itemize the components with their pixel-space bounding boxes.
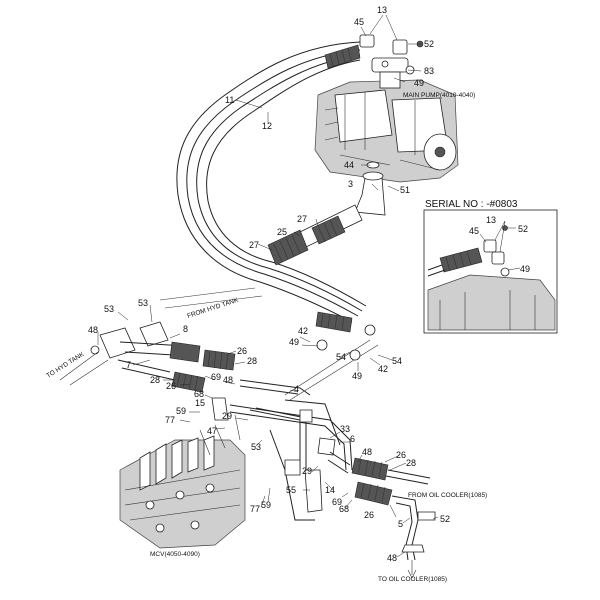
callout-48-b: 48 bbox=[223, 375, 233, 385]
callout-68-b: 68 bbox=[339, 504, 349, 514]
callout-59-a: 59 bbox=[176, 406, 186, 416]
callout-53-c: 53 bbox=[251, 442, 261, 452]
callout-48-d: 48 bbox=[387, 553, 397, 563]
callout-numbers: 13 45 52 83 49 11 12 44 3 51 27 25 27 13… bbox=[88, 5, 530, 563]
callout-42-a: 42 bbox=[298, 326, 308, 336]
callout-49: 49 bbox=[414, 78, 424, 88]
mcv-block bbox=[119, 414, 246, 549]
callout-5: 5 bbox=[398, 519, 403, 529]
callout-48-c: 48 bbox=[362, 447, 372, 457]
callout-11: 11 bbox=[225, 95, 234, 105]
inset-callout-52: 52 bbox=[518, 224, 528, 234]
callout-26-b: 26 bbox=[166, 381, 176, 391]
callout-28-b: 28 bbox=[150, 375, 160, 385]
callout-54-b: 54 bbox=[392, 356, 402, 366]
callout-44: 44 bbox=[344, 160, 354, 170]
from-hyd-tank-label: FROM HYD TANK bbox=[186, 297, 239, 320]
hoses-11-12 bbox=[176, 41, 376, 336]
inset-callout-49: 49 bbox=[520, 264, 530, 274]
callout-68-a: 68 bbox=[194, 389, 204, 399]
callout-55: 55 bbox=[286, 485, 296, 495]
serial-number-label: SERIAL NO : -#0803 bbox=[425, 199, 518, 210]
callout-53-b: 53 bbox=[138, 298, 148, 308]
pump-fittings bbox=[359, 34, 424, 75]
callout-29-a: 29 bbox=[222, 411, 232, 421]
callout-26-c: 26 bbox=[396, 450, 406, 460]
callout-59-b: 59 bbox=[261, 500, 271, 510]
callout-53-a: 53 bbox=[104, 304, 114, 314]
callout-52-b: 52 bbox=[440, 514, 450, 524]
callout-54-a: 54 bbox=[336, 352, 346, 362]
callout-47: 47 bbox=[207, 426, 217, 436]
callout-15: 15 bbox=[195, 398, 205, 408]
callout-49-c: 49 bbox=[352, 371, 362, 381]
callout-77-a: 77 bbox=[165, 415, 175, 425]
inset-callout-13: 13 bbox=[486, 215, 496, 225]
callout-25: 25 bbox=[277, 227, 287, 237]
callout-45: 45 bbox=[354, 17, 364, 27]
callout-28-a: 28 bbox=[247, 356, 257, 366]
callout-7: 7 bbox=[126, 360, 131, 370]
to-oil-cooler-label: TO OIL COOLER(1085) bbox=[378, 576, 447, 583]
callout-26-d: 26 bbox=[364, 510, 374, 520]
main-pump-illustration bbox=[314, 57, 459, 183]
main-pump-label: MAIN PUMP(4010-4040) bbox=[403, 92, 475, 99]
callout-3: 3 bbox=[348, 179, 353, 189]
callout-48-a: 48 bbox=[88, 325, 98, 335]
elbow-and-pipe bbox=[267, 161, 386, 266]
middle-piping bbox=[211, 339, 379, 521]
leader-lines bbox=[97, 14, 521, 558]
callout-12: 12 bbox=[262, 121, 272, 131]
inset-callout-45: 45 bbox=[469, 226, 479, 236]
callout-49-b: 49 bbox=[289, 337, 299, 347]
callout-33: 33 bbox=[340, 424, 350, 434]
mcv-label: MCV(4050-4090) bbox=[150, 551, 200, 558]
callout-14: 14 bbox=[325, 485, 335, 495]
callout-26-a: 26 bbox=[237, 346, 247, 356]
callout-83: 83 bbox=[424, 66, 434, 76]
callout-51: 51 bbox=[400, 185, 410, 195]
from-oil-cooler-label: FROM OIL COOLER(1085) bbox=[408, 492, 487, 499]
callout-4: 4 bbox=[294, 384, 299, 394]
callout-27-top: 27 bbox=[297, 214, 307, 224]
callout-6: 6 bbox=[350, 434, 355, 444]
oil-cooler-lines bbox=[327, 451, 436, 579]
callout-52: 52 bbox=[424, 39, 434, 49]
callout-77-b: 77 bbox=[250, 504, 260, 514]
callout-13: 13 bbox=[377, 5, 387, 15]
left-manifold bbox=[59, 287, 263, 393]
callout-69-a: 69 bbox=[211, 372, 221, 382]
callout-8: 8 bbox=[183, 324, 188, 334]
serial-inset bbox=[423, 209, 558, 334]
callout-27-left: 27 bbox=[249, 240, 259, 250]
callout-42-b: 42 bbox=[378, 364, 388, 374]
callout-69-b: 69 bbox=[332, 497, 342, 507]
callout-28-c: 28 bbox=[406, 458, 416, 468]
callout-29-b: 29 bbox=[302, 466, 312, 476]
